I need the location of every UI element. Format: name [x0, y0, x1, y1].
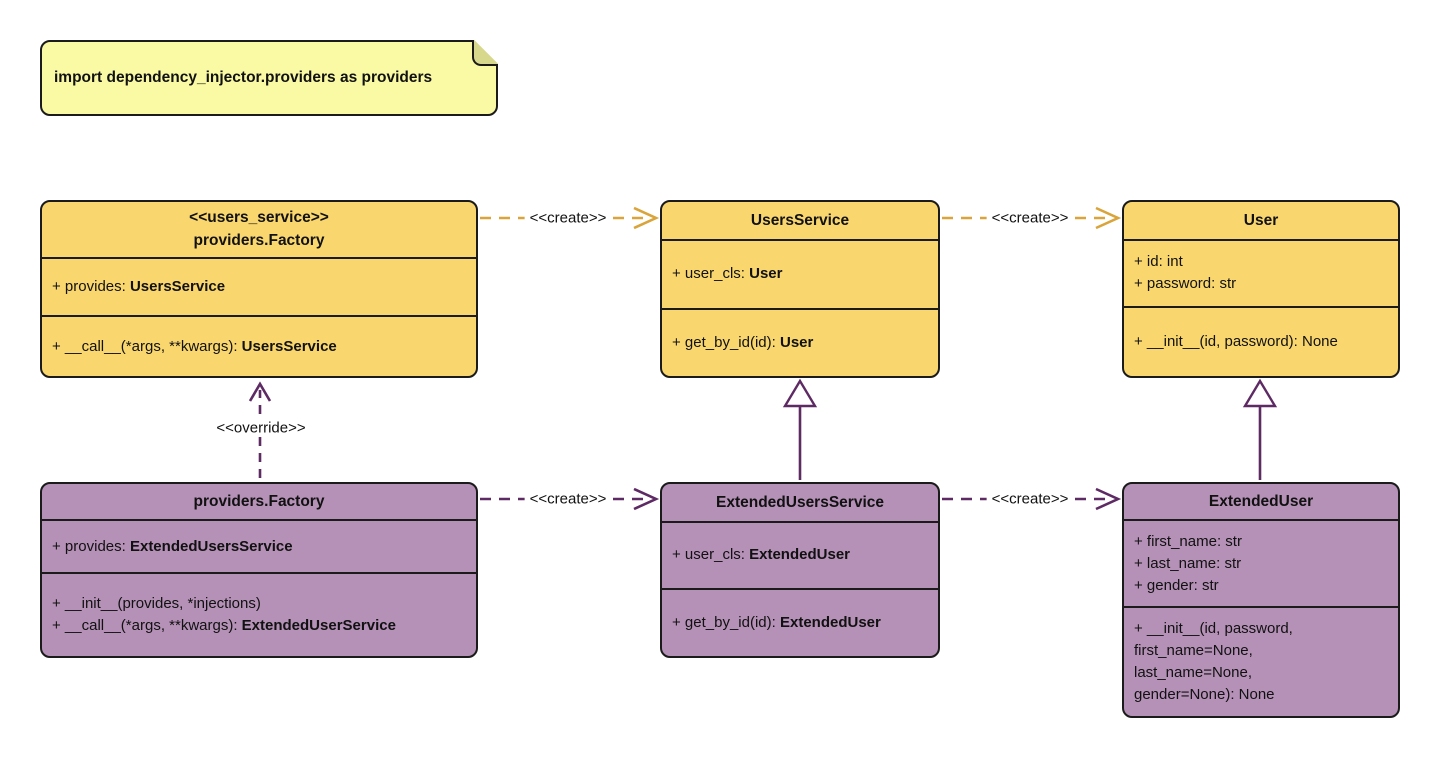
attribute-type: UsersService [129, 278, 226, 296]
method-text: + get_by_id(id): [672, 613, 780, 631]
class-methods: + __init__(id, password): None [1124, 305, 1398, 376]
method-type: ExtendedUser [779, 613, 881, 631]
arrowhead-hollow-triangle-icon [782, 378, 818, 408]
class-name: providers.Factory [193, 493, 325, 511]
class-methods: + __init__(provides, *injections) + __ca… [42, 572, 476, 656]
class-extendeduser: ExtendedUser + first_name: str + last_na… [1122, 482, 1400, 718]
method-type: UsersService [241, 337, 337, 355]
method-line: + __call__(*args, **kwargs): ExtendedUse… [52, 615, 468, 637]
class-name: providers.Factory [193, 232, 325, 250]
method-line: + __init__(id, password): None [1134, 332, 1338, 350]
class-header: ExtendedUsersService [662, 484, 938, 521]
note-text: import dependency_injector.providers as … [54, 69, 433, 86]
attribute-text: + user_cls: [672, 265, 750, 283]
attribute-line: + first_name: str [1134, 532, 1242, 550]
class-usersservice: UsersService + user_cls: User + get_by_i… [660, 200, 940, 378]
method-line: + __init__(id, password, first_name=None… [1134, 619, 1293, 703]
edge-label-override: <<override>> [211, 419, 311, 437]
class-attributes: + id: int + password: str [1124, 239, 1398, 305]
arrowhead-open-right-icon [633, 206, 660, 230]
class-name: User [1243, 212, 1279, 230]
class-attributes: + provides: UsersService [42, 256, 476, 316]
attribute-text: + user_cls: [672, 546, 750, 564]
class-attributes: + first_name: str + last_name: str + gen… [1124, 519, 1398, 606]
arrowhead-open-right-icon [1095, 206, 1122, 230]
attribute-text: + provides: [52, 537, 130, 555]
method-text: + __call__(*args, **kwargs): [52, 337, 242, 355]
attribute-text: + provides: [52, 278, 130, 296]
class-providers-factory-users-service: <<users_service>> providers.Factory + pr… [40, 200, 478, 378]
arrowhead-open-right-icon [633, 487, 660, 511]
edge-label-create: <<create>> [986, 490, 1074, 508]
method-text: + get_by_id(id): [672, 333, 780, 351]
attribute-line: + provides: ExtendedUsersService [52, 536, 468, 558]
method-line: + get_by_id(id): User [672, 332, 930, 354]
edge-label-create: <<create>> [524, 490, 612, 508]
arrowhead-open-right-icon [1095, 487, 1122, 511]
method-line: + __init__(provides, *injections) [52, 595, 261, 612]
class-attributes: + user_cls: ExtendedUser [662, 521, 938, 587]
method-text: + __call__(*args, **kwargs): [52, 617, 242, 634]
class-attributes: + user_cls: User [662, 239, 938, 307]
method-type: User [779, 333, 814, 351]
method-type: ExtendedUserService [241, 617, 396, 634]
edge-label-create: <<create>> [524, 209, 612, 227]
method-line: + __call__(*args, **kwargs): UsersServic… [52, 336, 468, 358]
class-header: UsersService [662, 202, 938, 239]
class-header: ExtendedUser [1124, 484, 1398, 519]
attribute-line: + last_name: str [1134, 554, 1242, 572]
class-methods: + __call__(*args, **kwargs): UsersServic… [42, 315, 476, 376]
class-methods: + get_by_id(id): ExtendedUser [662, 587, 938, 656]
class-name: UsersService [750, 212, 850, 230]
class-attributes: + provides: ExtendedUsersService [42, 519, 476, 572]
attribute-type: ExtendedUsersService [129, 537, 293, 555]
attribute-line: + user_cls: ExtendedUser [672, 544, 930, 566]
attribute-type: User [749, 265, 783, 283]
attribute-line: + provides: UsersService [52, 276, 468, 298]
class-methods: + get_by_id(id): User [662, 307, 938, 376]
class-name: ExtendedUsersService [715, 494, 884, 512]
class-header: <<users_service>> providers.Factory [42, 202, 476, 257]
class-name: ExtendedUser [1208, 493, 1314, 511]
class-header: User [1124, 202, 1398, 239]
import-note: import dependency_injector.providers as … [40, 40, 498, 116]
attribute-line: + password: str [1134, 275, 1237, 293]
attribute-line: + gender: str [1134, 576, 1219, 594]
class-providers-factory-override: providers.Factory + provides: ExtendedUs… [40, 482, 478, 658]
class-methods: + __init__(id, password, first_name=None… [1124, 605, 1398, 716]
class-extendedusersservice: ExtendedUsersService + user_cls: Extende… [660, 482, 940, 658]
method-line: + get_by_id(id): ExtendedUser [672, 612, 930, 634]
arrowhead-open-up-icon [248, 381, 272, 402]
class-user: User + id: int + password: str + __init_… [1122, 200, 1400, 378]
note-folded-corner-icon [472, 40, 498, 66]
edge-label-create: <<create>> [986, 209, 1074, 227]
class-header: providers.Factory [42, 484, 476, 519]
attribute-line: + id: int [1134, 253, 1183, 271]
attribute-line: + user_cls: User [672, 263, 930, 285]
arrowhead-hollow-triangle-icon [1242, 378, 1278, 408]
attribute-type: ExtendedUser [749, 546, 850, 564]
class-stereotype: <<users_service>> [189, 209, 329, 227]
